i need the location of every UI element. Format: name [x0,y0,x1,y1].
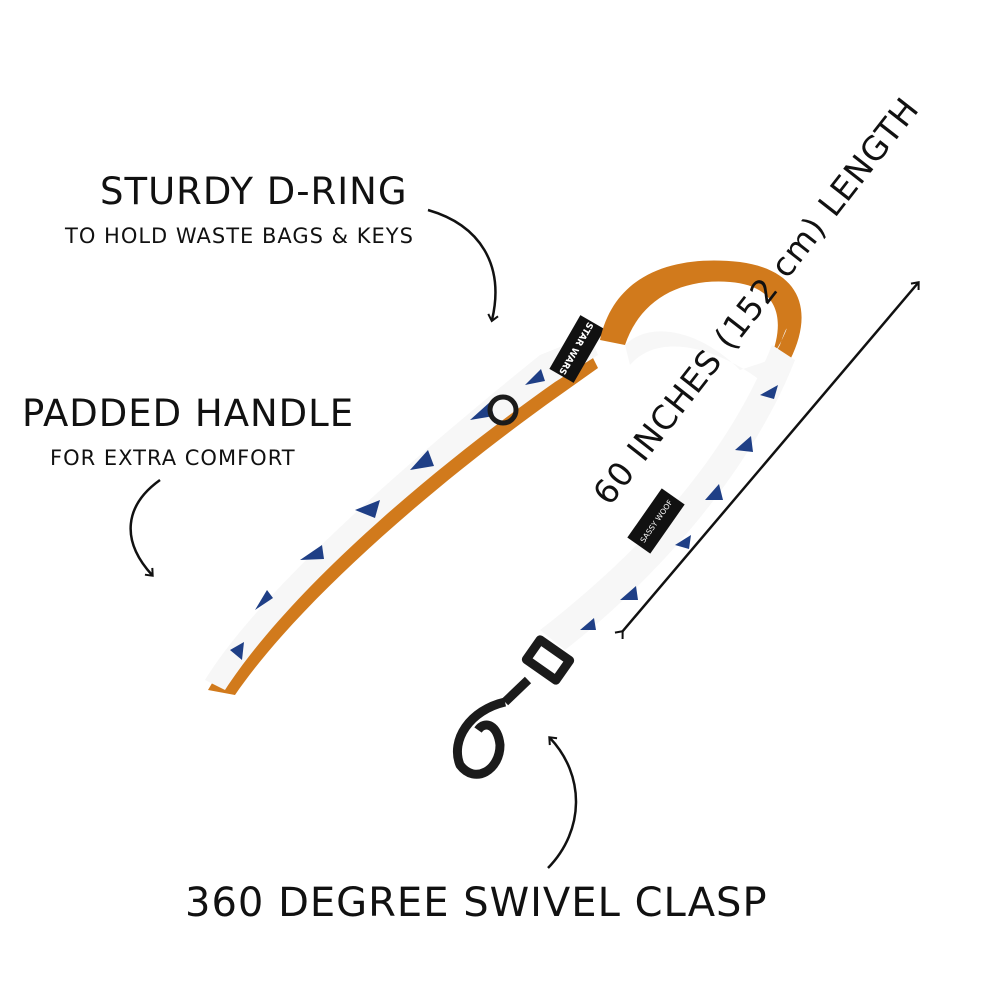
handle-arrow [129,478,161,577]
length-arrow [614,281,920,640]
leash-loop [600,260,802,380]
dring-arrow [427,208,499,323]
d-ring [487,394,519,426]
handle-subtitle: FOR EXTRA COMFORT [50,446,296,470]
swivel-clasp [452,635,575,779]
handle-title: PADDED HANDLE [22,392,355,435]
dring-title: STURDY D-RING [100,170,408,213]
dring-subtitle: TO HOLD WASTE BAGS & KEYS [65,224,414,248]
leash-strap [540,345,795,650]
clasp-arrow [547,736,578,869]
clasp-label: 360 DEGREE SWIVEL CLASP [185,880,768,926]
